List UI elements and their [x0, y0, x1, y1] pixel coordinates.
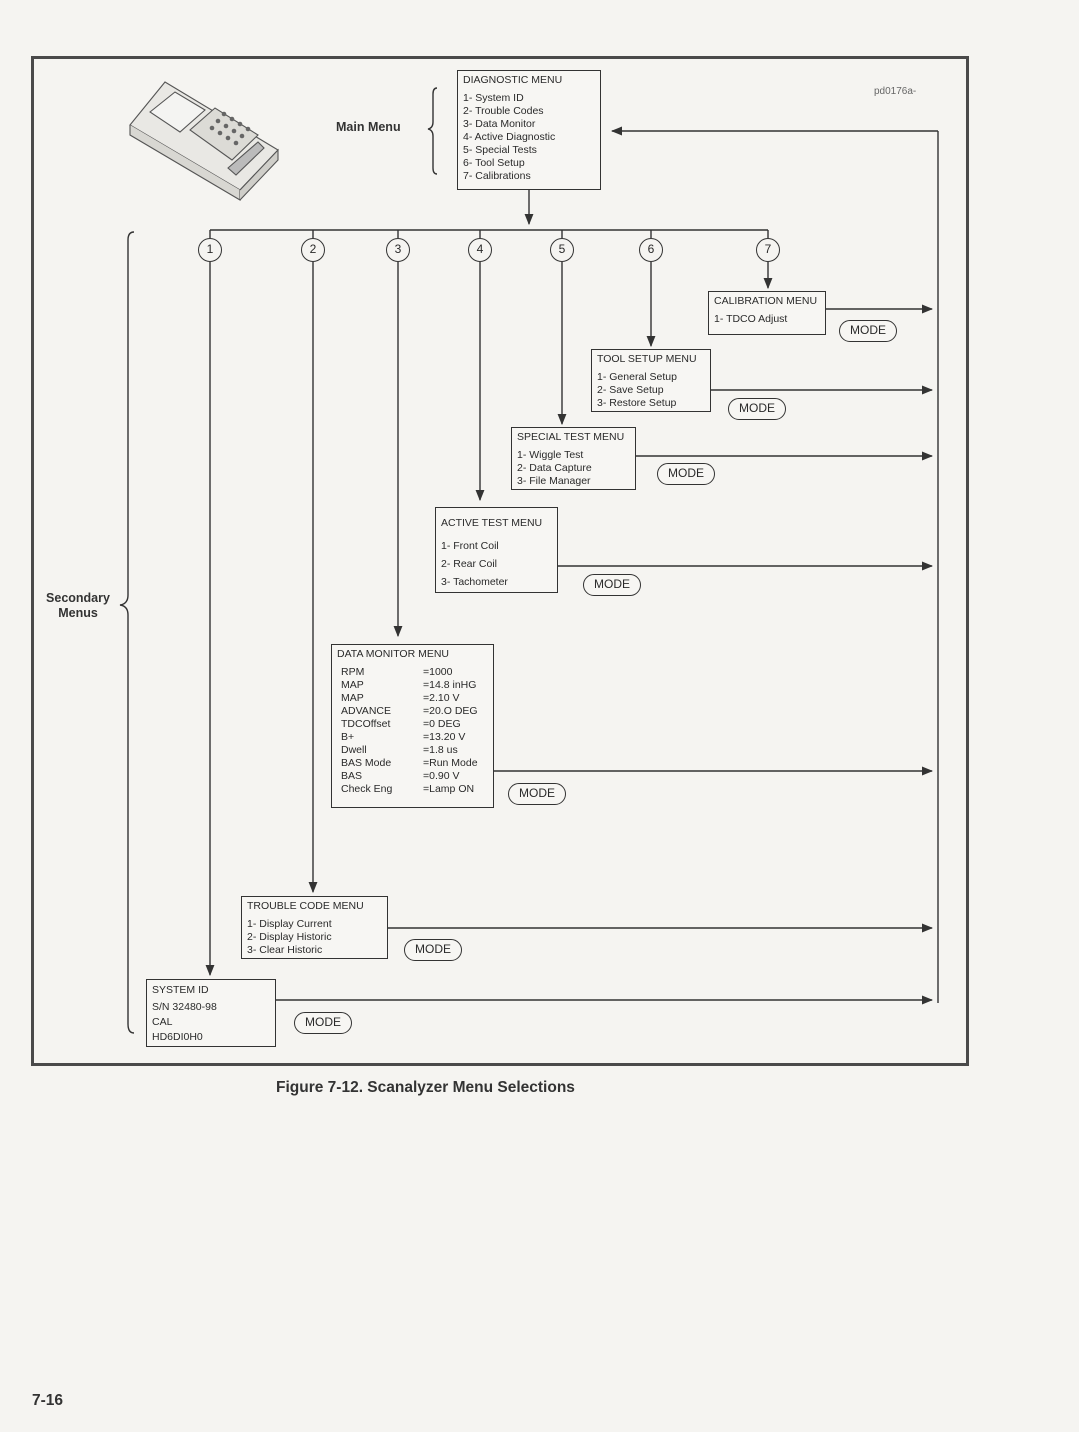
menu-item[interactable]: 6- Tool Setup: [463, 157, 525, 169]
system-id-line: CAL: [152, 1016, 173, 1028]
menu-item[interactable]: 1- Front Coil: [441, 540, 499, 552]
menu-item[interactable]: 3- Restore Setup: [597, 397, 677, 409]
branch-number-3: 3: [386, 238, 410, 262]
menu-item[interactable]: 2- Rear Coil: [441, 558, 498, 570]
menu-item[interactable]: 2- Display Historic: [247, 931, 332, 943]
branch-number-5: 5: [550, 238, 574, 262]
branch-number-1: 1: [198, 238, 222, 262]
active-test-mode-button[interactable]: MODE: [583, 574, 641, 596]
table-row: TDCOffset=0 DEG: [341, 718, 461, 730]
table-row: B+=13.20 V: [341, 731, 466, 743]
menu-item[interactable]: 1- TDCO Adjust: [714, 313, 788, 325]
menu-item[interactable]: 3- Clear Historic: [247, 944, 323, 956]
main-menu-label: Main Menu: [336, 120, 401, 134]
menu-item[interactable]: 1- General Setup: [597, 371, 677, 383]
figure-caption: Figure 7-12. Scanalyzer Menu Selections: [276, 1079, 575, 1096]
table-row: BAS=0.90 V: [341, 770, 460, 782]
branch-number-6: 6: [639, 238, 663, 262]
data-monitor-table: RPM=1000 MAP=14.8 inHG MAP=2.10 V ADVANC…: [341, 666, 478, 796]
menu-item[interactable]: 5- Special Tests: [463, 144, 537, 156]
data-monitor-mode-button[interactable]: MODE: [508, 783, 566, 805]
active-test-menu: ACTIVE TEST MENU 1- Front Coil 2- Rear C…: [435, 507, 558, 593]
tool-setup-menu: TOOL SETUP MENU 1- General Setup 2- Save…: [591, 349, 711, 412]
menu-item[interactable]: 3- Data Monitor: [463, 118, 536, 130]
table-row: RPM=1000: [341, 666, 453, 678]
calibration-menu: CALIBRATION MENU 1- TDCO Adjust: [708, 291, 826, 335]
secondary-menus-label: Secondary Menus: [46, 591, 110, 620]
table-row: MAP=14.8 inHG: [341, 679, 477, 691]
system-id-line: S/N 32480-98: [152, 1001, 217, 1013]
figure-frame: [31, 56, 969, 1066]
menu-item[interactable]: 4- Active Diagnostic: [463, 131, 556, 143]
menu-item[interactable]: 2- Save Setup: [597, 384, 664, 396]
tool-setup-mode-button[interactable]: MODE: [728, 398, 786, 420]
special-test-menu: SPECIAL TEST MENU 1- Wiggle Test 2- Data…: [511, 427, 636, 490]
menu-item[interactable]: 3- File Manager: [517, 475, 591, 487]
secondary-menus-brace: [119, 231, 135, 1034]
branch-number-2: 2: [301, 238, 325, 262]
figure-id: pd0176a-: [874, 86, 917, 97]
special-test-mode-button[interactable]: MODE: [657, 463, 715, 485]
menu-item[interactable]: 2- Data Capture: [517, 462, 592, 474]
menu-title: DATA MONITOR MENU: [337, 648, 450, 660]
menu-item[interactable]: 2- Trouble Codes: [463, 105, 544, 117]
branch-number-4: 4: [468, 238, 492, 262]
calibration-mode-button[interactable]: MODE: [839, 320, 897, 342]
table-row: Check Eng=Lamp ON: [341, 783, 475, 795]
branch-number-7: 7: [756, 238, 780, 262]
table-row: BAS Mode=Run Mode: [341, 757, 478, 769]
trouble-code-mode-button[interactable]: MODE: [404, 939, 462, 961]
menu-item[interactable]: 1- Display Current: [247, 918, 332, 930]
system-id-line: HD6DI0H0: [152, 1031, 203, 1043]
system-id-menu: SYSTEM ID S/N 32480-98 CAL HD6DI0H0: [146, 979, 276, 1047]
menu-title: SPECIAL TEST MENU: [517, 431, 625, 443]
menu-title: ACTIVE TEST MENU: [441, 517, 543, 529]
table-row: Dwell=1.8 us: [341, 744, 458, 756]
table-row: ADVANCE=20.O DEG: [341, 705, 478, 717]
menu-title: DIAGNOSTIC MENU: [463, 74, 563, 86]
table-row: MAP=2.10 V: [341, 692, 460, 704]
scanalyzer-device-illustration: [129, 81, 279, 201]
page-number: 7-16: [32, 1392, 64, 1409]
system-id-mode-button[interactable]: MODE: [294, 1012, 352, 1034]
data-monitor-menu: DATA MONITOR MENU RPM=1000 MAP=14.8 inHG…: [331, 644, 494, 808]
menu-item[interactable]: 3- Tachometer: [441, 576, 508, 588]
menu-item[interactable]: 1- System ID: [463, 92, 524, 104]
menu-item[interactable]: 7- Calibrations: [463, 170, 531, 182]
menu-title: SYSTEM ID: [152, 984, 209, 996]
diagnostic-menu: DIAGNOSTIC MENU 1- System ID 2- Trouble …: [457, 70, 601, 190]
menu-title: TOOL SETUP MENU: [597, 353, 697, 365]
main-menu-brace: [427, 87, 438, 175]
menu-item[interactable]: 1- Wiggle Test: [517, 449, 584, 461]
trouble-code-menu: TROUBLE CODE MENU 1- Display Current 2- …: [241, 896, 388, 959]
menu-title: TROUBLE CODE MENU: [247, 900, 364, 912]
menu-title: CALIBRATION MENU: [714, 295, 818, 307]
